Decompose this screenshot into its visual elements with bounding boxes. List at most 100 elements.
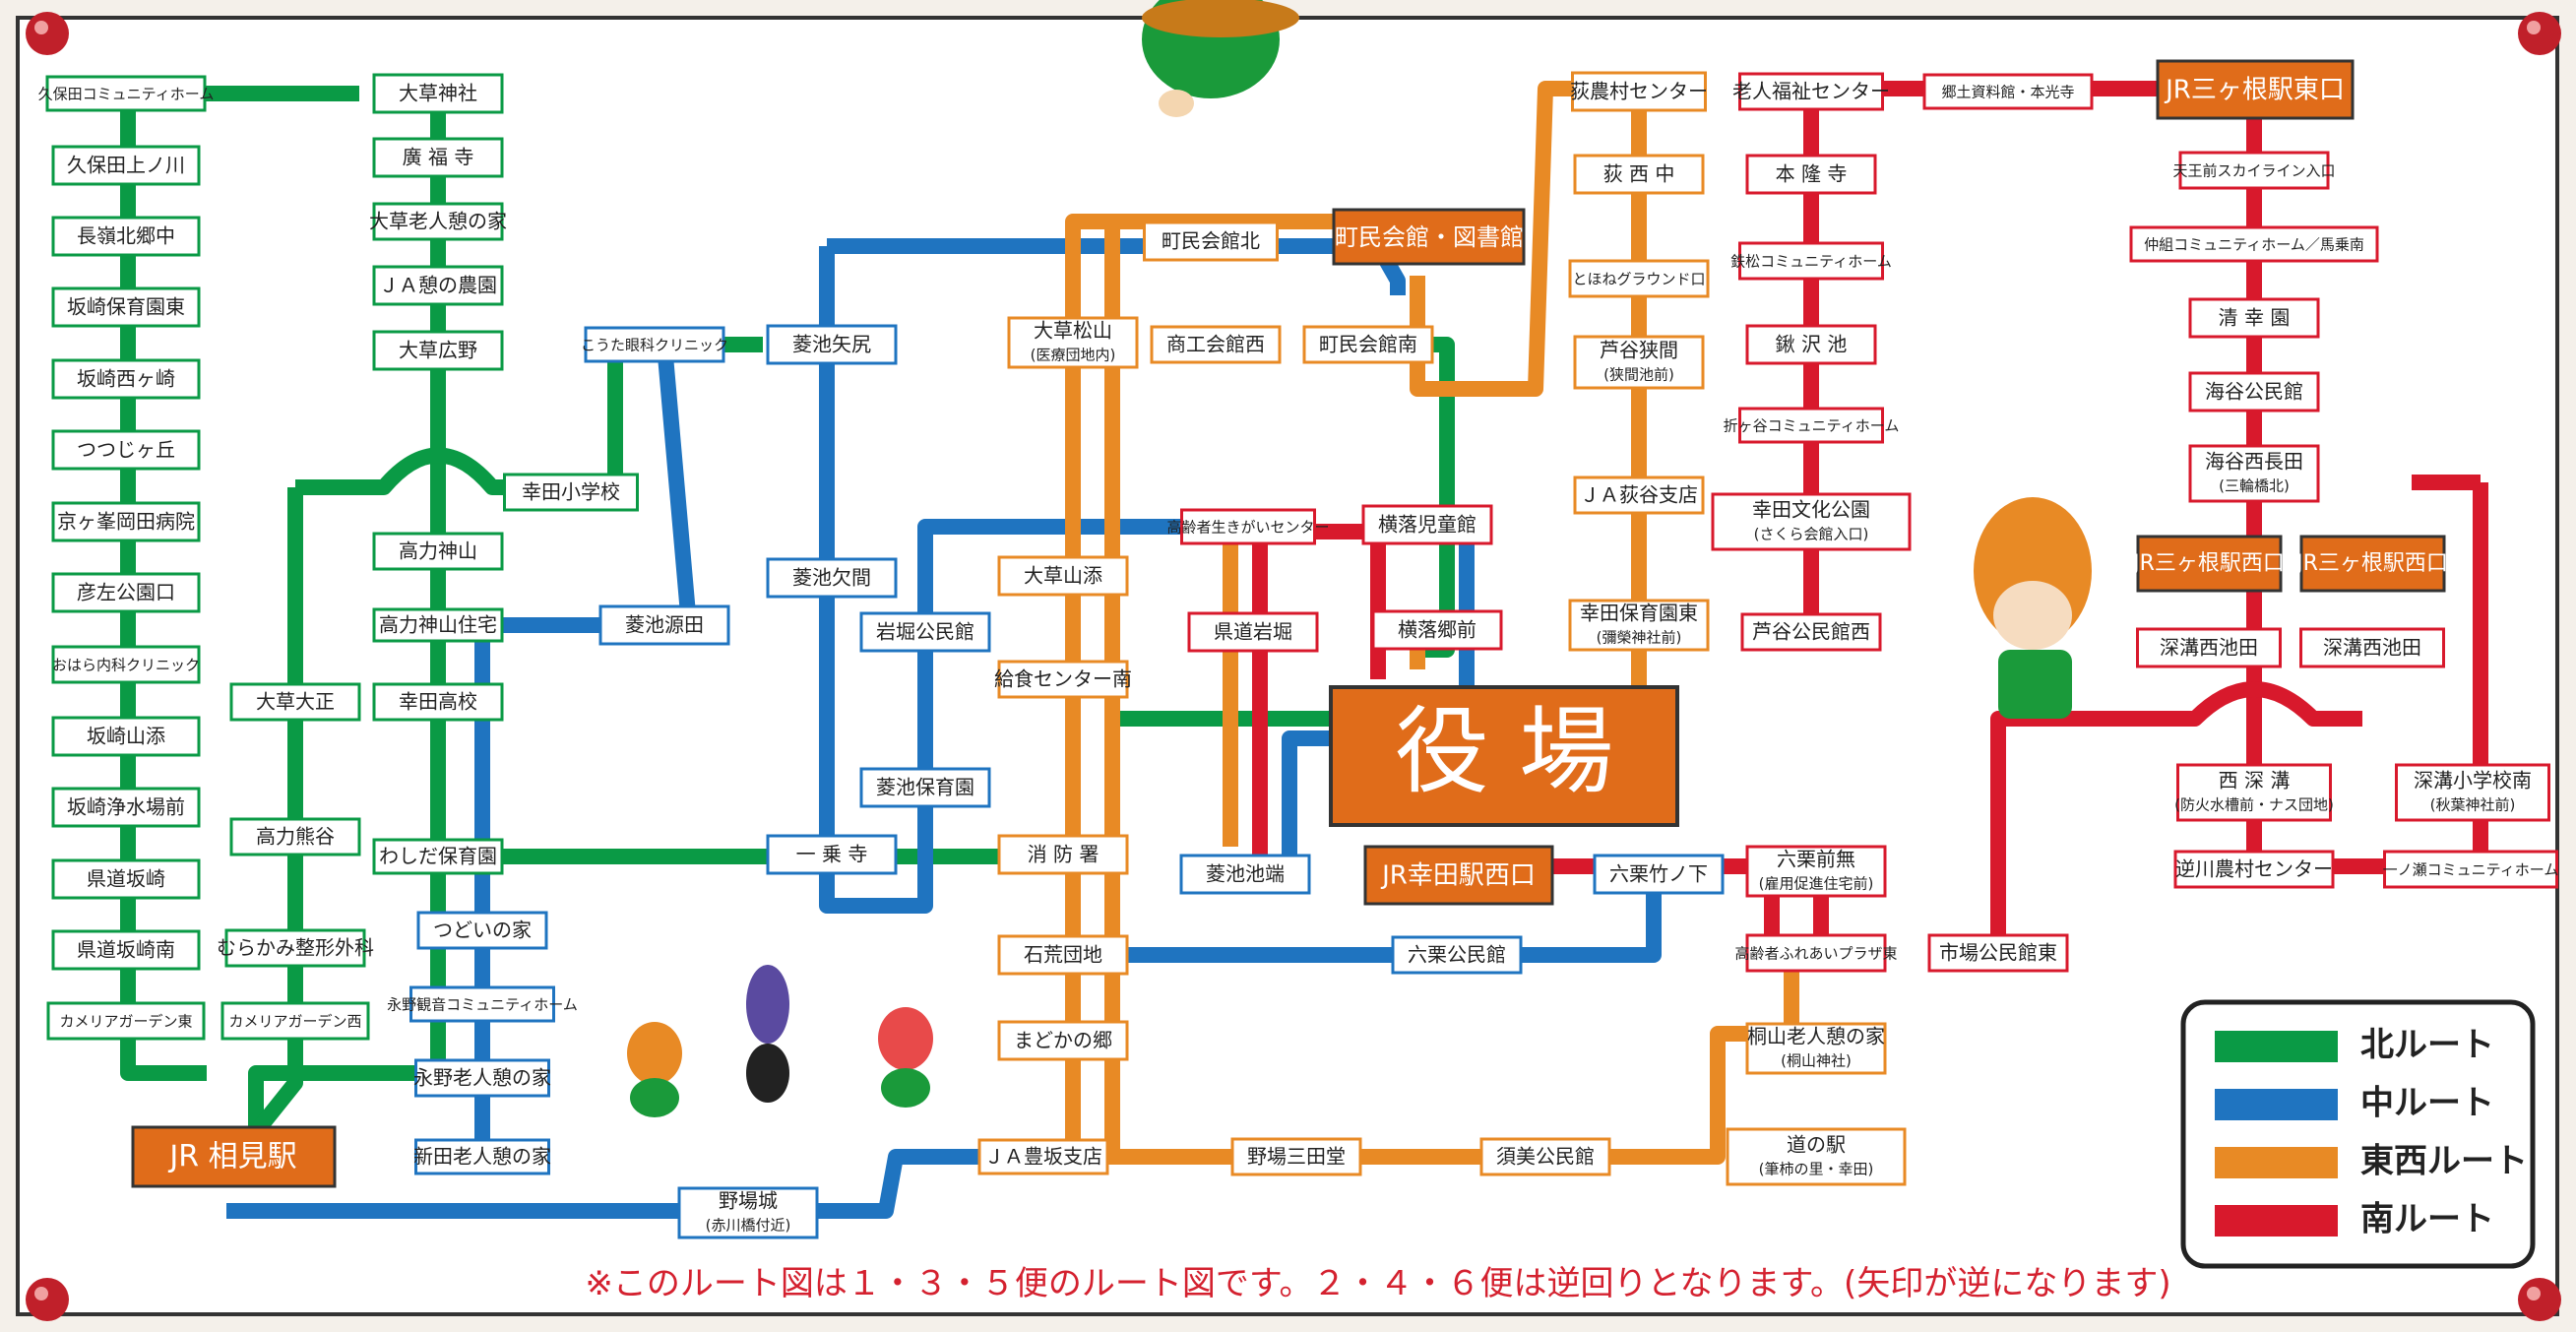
station-ichiba-kominkan[interactable]: 市場公民館東 xyxy=(1927,933,2069,973)
hub-library[interactable]: 町民会館・図書館 xyxy=(1332,208,1526,266)
station-murakami[interactable]: むらかみ整形外科 xyxy=(217,928,374,968)
hub-kota-west-station[interactable]: JR幸田駅西口 xyxy=(1363,845,1554,906)
station-chomin-minami[interactable]: 町民会館南 xyxy=(1302,325,1434,364)
station-hikoza-park[interactable]: 彦左公園口 xyxy=(51,572,201,613)
station-noba-sando[interactable]: 野場三田堂 xyxy=(1230,1137,1362,1176)
station-okusa-rojin[interactable]: 大草老人憩の家 xyxy=(369,202,507,241)
station-nitta-rojin[interactable]: 新田老人憩の家 xyxy=(413,1138,551,1175)
station-ishiara[interactable]: 石荒団地 xyxy=(997,934,1129,976)
station-honryuji[interactable]: 本 隆 寺 xyxy=(1745,154,1877,195)
station-sakazaki-yamazoe[interactable]: 坂崎山添 xyxy=(51,716,201,757)
station-chomin-kita[interactable]: 町民会館北 xyxy=(1143,221,1279,262)
station-takariki-jutaku[interactable]: 高力神山住宅 xyxy=(372,607,504,643)
station-okusa-matsuyama[interactable]: 大草松山(医療団地内) xyxy=(1007,316,1139,369)
hub-mikawa-east-station[interactable]: JR三ヶ根駅東口 xyxy=(2156,59,2355,120)
station-madokanosato[interactable]: まどかの郷 xyxy=(997,1020,1129,1061)
station-hishiike-hoiku[interactable]: 菱池保育園 xyxy=(859,767,991,808)
station-ebisawa-ike[interactable]: 鍬 沢 池 xyxy=(1745,324,1877,365)
station-okusa-jinja[interactable]: 大草神社 xyxy=(372,73,504,114)
station-sakagawa-center[interactable]: 逆川農村センター xyxy=(2173,850,2335,889)
station-kaiya-kominkan[interactable]: 海谷公民館 xyxy=(2188,371,2320,412)
station-fureai-plaza[interactable]: 高齢者ふれあいプラザ東 xyxy=(1734,933,1898,973)
station-sumi-kominkan[interactable]: 須美公民館 xyxy=(1479,1137,1611,1176)
station-ja-ogi[interactable]: ＪＡ荻谷支店 xyxy=(1573,476,1705,515)
station-shokokaikan[interactable]: 商工会館西 xyxy=(1150,325,1282,364)
station-kyogamine[interactable]: 京ヶ峯岡田病院 xyxy=(51,501,201,542)
station-kouta-clinic[interactable]: こうた眼科クリニック xyxy=(581,326,728,363)
station-kota-high[interactable]: 幸田高校 xyxy=(372,682,504,722)
station-nobajo[interactable]: 野場城(赤川橋付近) xyxy=(677,1186,819,1239)
hub-aimi-station[interactable]: JR 相見駅 xyxy=(131,1125,337,1188)
station-sublabel: (防火水槽前・ナス団地) xyxy=(2174,796,2334,814)
station-sakazaki-nishigasaki[interactable]: 坂崎西ヶ崎 xyxy=(51,358,201,400)
station-okusa-hirono[interactable]: 大草広野 xyxy=(372,330,504,371)
station-kubota-community[interactable]: 久保田コミュニティホーム xyxy=(38,75,215,112)
station-kendo-iwahori[interactable]: 県道岩堀 xyxy=(1187,611,1319,653)
station-kendo-sakazaki-minami[interactable]: 県道坂崎南 xyxy=(51,929,201,971)
station-orita-community[interactable]: 折ヶ谷コミュニティホーム xyxy=(1724,407,1900,444)
station-hishiike-kenma[interactable]: 菱池欠間 xyxy=(766,557,898,599)
station-kota-elementary[interactable]: 幸田小学校 xyxy=(503,473,639,512)
station-kaiya-nishi[interactable]: 海谷西長田(三輪橋北) xyxy=(2188,444,2320,503)
mascot-top-illustration xyxy=(1142,0,1299,117)
station-kiriyama-rojin[interactable]: 桐山老人憩の家(桐山神社) xyxy=(1745,1022,1887,1075)
station-rokuguri-takenoshita[interactable]: 六栗竹ノ下 xyxy=(1593,854,1725,895)
station-hishiike-yajiri[interactable]: 菱池矢尻 xyxy=(766,324,898,365)
station-fukamizo-b[interactable]: 深溝西池田 xyxy=(2299,627,2445,668)
station-label: カメリアガーデン西 xyxy=(228,1013,361,1031)
station-ichimatsu-community[interactable]: 鉄松コミュニティホーム xyxy=(1730,241,1892,281)
hub-mikawa-west-station-b[interactable]: JR三ヶ根駅西口 xyxy=(2294,535,2448,593)
station-kendo-sakazaki[interactable]: 県道坂崎 xyxy=(51,858,201,900)
station-ichinose-community[interactable]: 一ノ瀬コミュニティホーム xyxy=(2383,850,2559,889)
station-ja-toyosaka[interactable]: ＪＡ豊坂支店 xyxy=(977,1138,1109,1175)
station-tsudoi[interactable]: つどいの家 xyxy=(416,911,548,950)
station-ashiya-kominkan[interactable]: 芦谷公民館西 xyxy=(1740,612,1882,652)
station-hishiike-minamota[interactable]: 菱池源田 xyxy=(598,604,730,646)
station-fukamizo-shogakko[interactable]: 深溝小学校南(秋葉神社前) xyxy=(2395,763,2550,822)
station-nakagumi[interactable]: 仲組コミュニティホーム／馬乗南 xyxy=(2129,225,2379,263)
hub-mikawa-west-station-a[interactable]: JR三ヶ根駅西口 xyxy=(2131,535,2285,593)
station-tsutsujigaoka[interactable]: つつじヶ丘 xyxy=(51,429,201,471)
station-ja-ikoi[interactable]: ＪＡ憩の農園 xyxy=(372,265,504,306)
station-nagane-kitagocho[interactable]: 長嶺北郷中 xyxy=(51,216,201,257)
station-yokochi-gomae[interactable]: 横落郷前 xyxy=(1371,609,1503,651)
station-tokowa-ground[interactable]: とほねグラウンド口 xyxy=(1568,259,1710,298)
station-nishi-fukamizo[interactable]: 西 深 溝(防火水槽前・ナス団地) xyxy=(2174,763,2334,822)
station-kofukuji[interactable]: 廣 福 寺 xyxy=(372,137,504,178)
station-michinoeki[interactable]: 道の駅(筆柿の里・幸田) xyxy=(1726,1127,1907,1186)
station-tenno-skyline[interactable]: 天王前スカイライン入口 xyxy=(2172,151,2336,190)
station-ashiya-sema[interactable]: 芦谷狭間(狭間池前) xyxy=(1573,335,1705,390)
station-okusa-daisho[interactable]: 大草大正 xyxy=(229,682,361,722)
station-okusa-yamazoe[interactable]: 大草山添 xyxy=(997,555,1129,597)
station-kota-hoiku-higashi[interactable]: 幸田保育園東(彌榮神社前) xyxy=(1568,599,1710,652)
station-takariki-kumatani[interactable]: 高力熊谷 xyxy=(229,817,361,856)
station-sakazaki-josui[interactable]: 坂崎浄水場前 xyxy=(51,787,201,828)
station-seikoen[interactable]: 清 幸 園 xyxy=(2188,297,2320,339)
station-sakazaki-hoiku-higashi[interactable]: 坂崎保育園東 xyxy=(51,286,201,328)
station-ichijoji[interactable]: 一 乗 寺 xyxy=(766,834,898,875)
hub-yakuba[interactable]: 役 場 xyxy=(1329,685,1679,827)
station-washida-hoiku[interactable]: わしだ保育園 xyxy=(372,838,504,875)
station-fukamizo-a[interactable]: 深溝西池田 xyxy=(2136,627,2282,668)
station-kota-bunka[interactable]: 幸田文化公園(さくら会館入口) xyxy=(1711,492,1912,551)
station-rokuguri-maenashi[interactable]: 六栗前無(雇用促進住宅前) xyxy=(1745,845,1887,898)
station-koreisha[interactable]: 高齢者生きがいセンター xyxy=(1166,508,1330,545)
station-rokuguri-kominkan[interactable]: 六栗公民館 xyxy=(1391,935,1523,975)
station-kyushoku[interactable]: 給食センター南 xyxy=(994,660,1132,699)
station-camellia-east[interactable]: カメリアガーデン東 xyxy=(46,1001,206,1041)
station-camellia-west[interactable]: カメリアガーデン西 xyxy=(220,1001,370,1041)
station-shobosho[interactable]: 消 防 署 xyxy=(997,834,1129,875)
station-rojin-fukushi[interactable]: 老人福祉センター xyxy=(1732,72,1890,111)
station-yokochi-jidokan[interactable]: 横落児童館 xyxy=(1361,504,1493,545)
station-kyodo-shiryokan[interactable]: 郷土資料館・本光寺 xyxy=(1922,73,2094,110)
station-hishiike-ikebata[interactable]: 菱池池端 xyxy=(1179,854,1311,895)
station-nagano-rojin[interactable]: 永野老人憩の家 xyxy=(413,1058,551,1098)
station-kubota-kaminoshi[interactable]: 久保田上ノ川 xyxy=(51,145,201,186)
station-nagano-community[interactable]: 永野観音コミュニティホーム xyxy=(387,985,578,1023)
station-ogi-nishi[interactable]: 荻 西 中 xyxy=(1573,154,1705,195)
station-label: 岩堀公民館 xyxy=(876,620,974,644)
station-ohara-clinic[interactable]: おはら内科クリニック xyxy=(51,645,201,684)
station-iwahori-kominkan[interactable]: 岩堀公民館 xyxy=(859,611,991,653)
station-ogino-center[interactable]: 荻農村センター xyxy=(1570,71,1708,112)
station-takariki-jinja[interactable]: 高力神山 xyxy=(372,532,504,571)
